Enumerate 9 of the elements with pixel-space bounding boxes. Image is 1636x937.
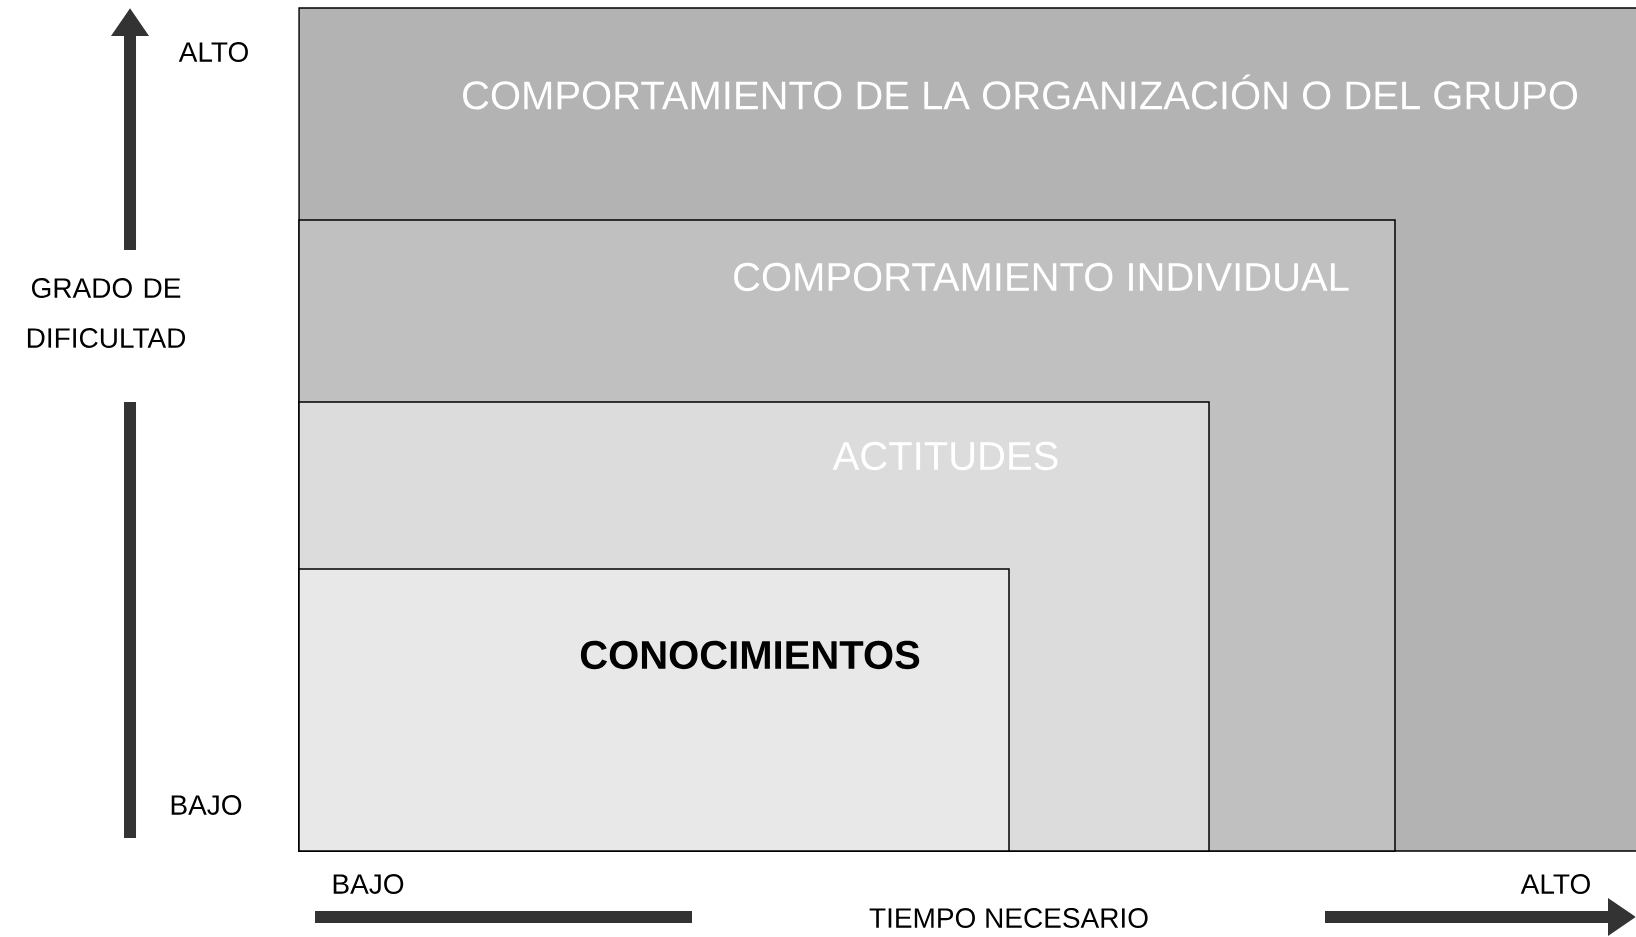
axis-label: BAJO [171, 795, 242, 815]
box-title: COMPORTAMIENTO DE LA ORGANIZACIÓN O DEL GRUPO [463, 74, 1577, 110]
level-box [298, 568, 1010, 852]
axis-label: ALTO [178, 42, 248, 62]
axis-label: GRADO DE DIFICULTAD [27, 278, 186, 348]
box-title: CONOCIMIENTOS [580, 640, 920, 670]
axis-label: ALTO [1520, 874, 1590, 894]
box-title: COMPORTAMIENTO INDIVIDUAL [734, 262, 1349, 292]
axis-label: TIEMPO NECESARIO [869, 908, 1148, 928]
